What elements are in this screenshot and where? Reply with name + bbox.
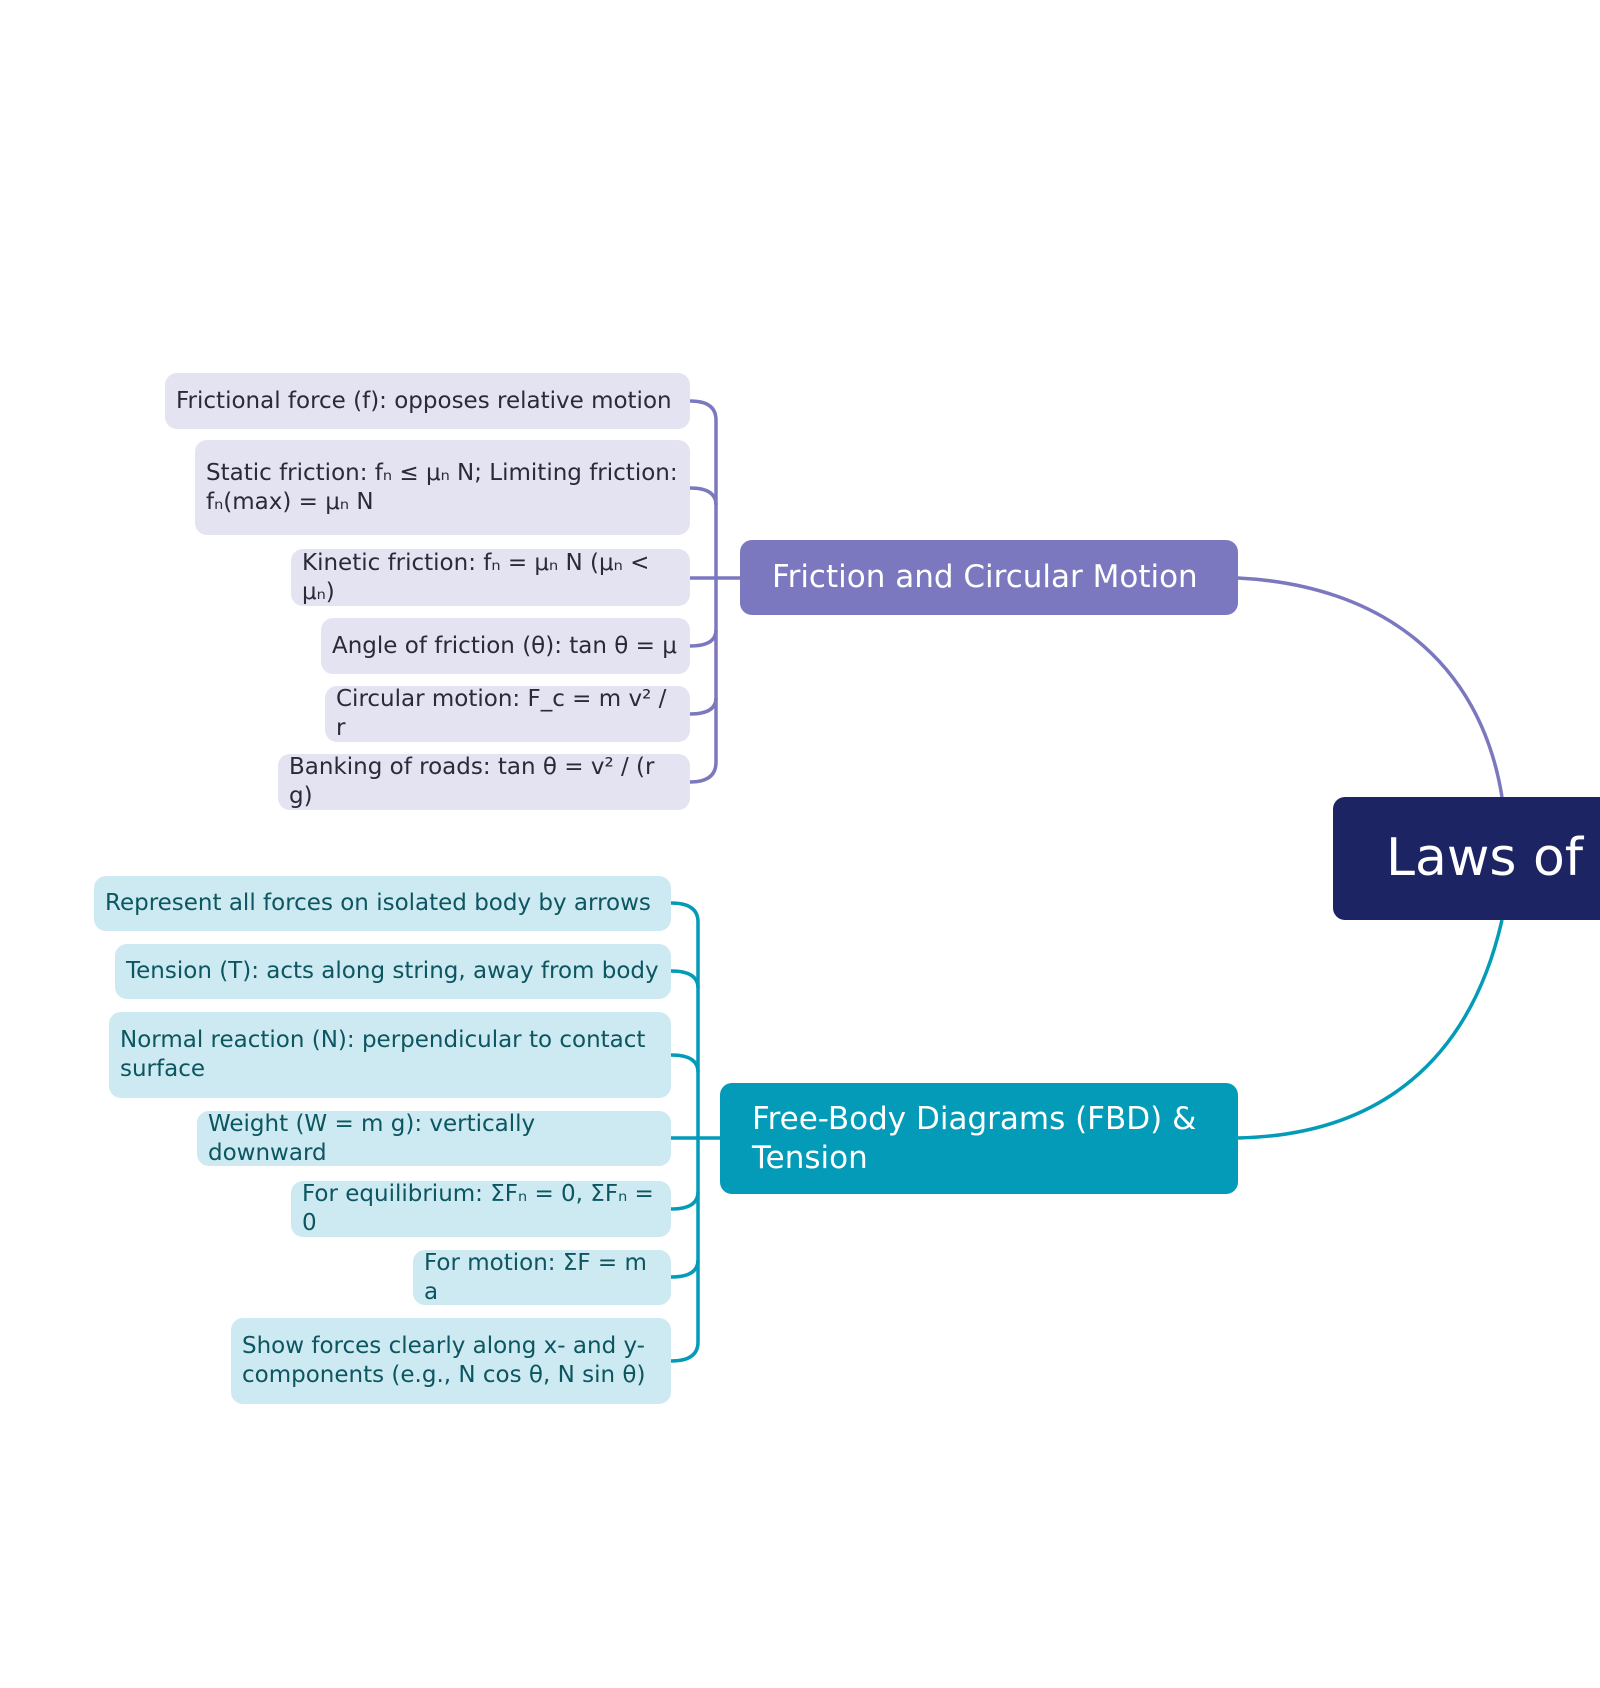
fbd-item[interactable]: For equilibrium: ΣFₙ = 0, ΣFₙ = 0 bbox=[291, 1181, 671, 1237]
branch-label: Free-Body Diagrams (FBD) & Tension bbox=[752, 1100, 1197, 1176]
friction-item[interactable]: Angle of friction (θ): tan θ = μ bbox=[321, 618, 690, 674]
central-topic[interactable]: Laws of bbox=[1333, 797, 1600, 920]
friction-item[interactable]: Static friction: fₙ ≤ μₙ N; Limiting fri… bbox=[195, 440, 690, 535]
friction-item[interactable]: Frictional force (f): opposes relative m… bbox=[165, 373, 690, 429]
friction-connectors bbox=[689, 399, 1504, 798]
fbd-item[interactable]: Weight (W = m g): vertically downward bbox=[197, 1111, 671, 1166]
fbd-connectors bbox=[670, 901, 1504, 1363]
central-topic-label: Laws of bbox=[1386, 828, 1584, 888]
fbd-item[interactable]: Represent all forces on isolated body by… bbox=[94, 876, 671, 931]
friction-item[interactable]: Kinetic friction: fₙ = μₙ N (μₙ < μₙ) bbox=[291, 549, 690, 606]
friction-item[interactable]: Banking of roads: tan θ = v² / (r g) bbox=[278, 754, 690, 810]
friction-item[interactable]: Circular motion: F_c = m v² / r bbox=[325, 686, 690, 742]
branch-fbd[interactable]: Free-Body Diagrams (FBD) & Tension bbox=[720, 1083, 1238, 1194]
branch-label: Friction and Circular Motion bbox=[772, 559, 1198, 596]
fbd-item[interactable]: Show forces clearly along x- and y-compo… bbox=[231, 1318, 671, 1404]
fbd-item[interactable]: Tension (T): acts along string, away fro… bbox=[115, 944, 671, 999]
branch-friction[interactable]: Friction and Circular Motion bbox=[740, 540, 1238, 615]
fbd-item[interactable]: For motion: ΣF = m a bbox=[413, 1250, 671, 1305]
fbd-item[interactable]: Normal reaction (N): perpendicular to co… bbox=[109, 1012, 671, 1098]
